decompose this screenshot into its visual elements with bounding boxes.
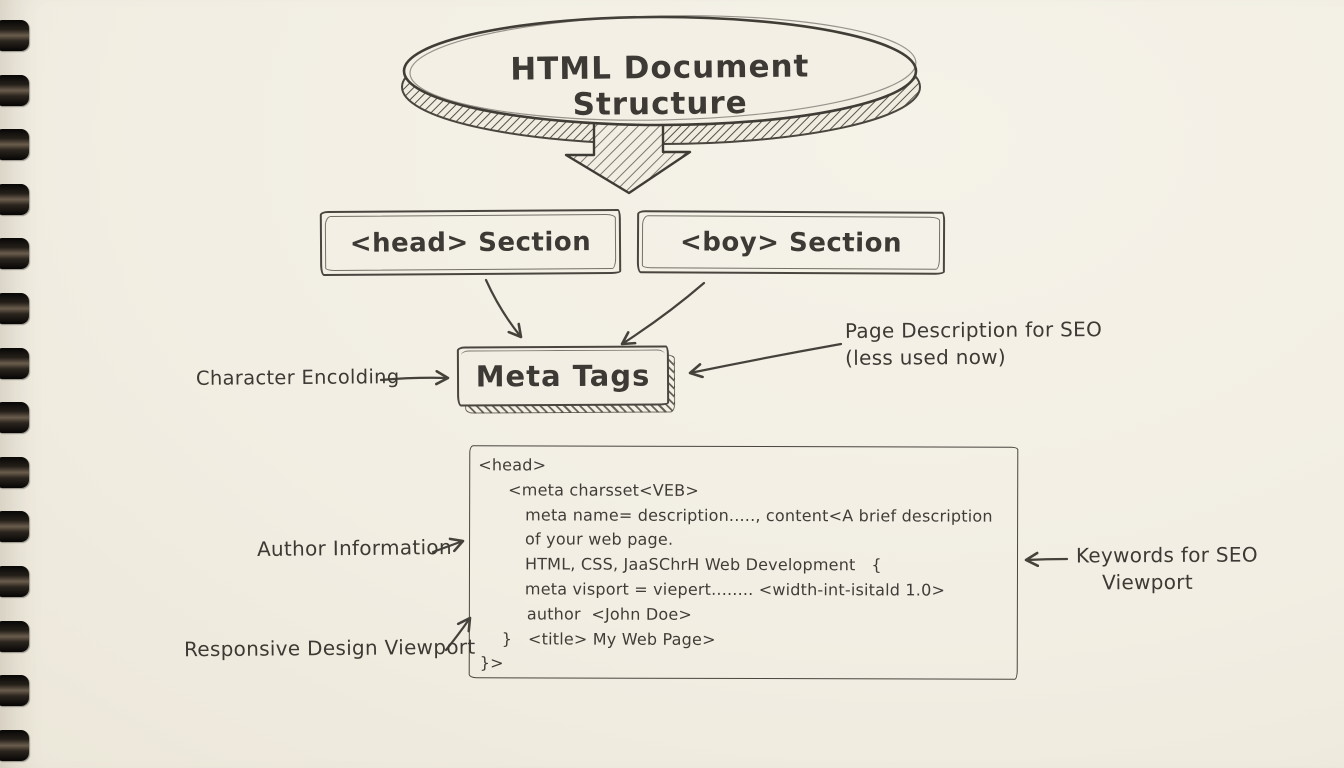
code-line: }> [479, 653, 504, 673]
annotation-keywords-seo: Keywords for SEO Viewport [1076, 542, 1258, 597]
binding-ring [0, 129, 29, 161]
arrow-boy-to-meta [620, 281, 706, 346]
binding-ring [0, 402, 29, 434]
annotation-page-description-line1: Page Description for SEO [844, 317, 1103, 343]
binding-ring [0, 675, 29, 707]
binding-ring [0, 729, 29, 761]
node-meta-tags-label: Meta Tags [475, 358, 651, 394]
code-line: of your web page. [525, 529, 674, 550]
annotation-responsive-viewport: Responsive Design Viewport [183, 634, 476, 662]
code-line: HTML, CSS, JaaSChrH Web Development { [524, 554, 882, 575]
node-body-section-label: <boy> Section [679, 226, 903, 259]
annotation-page-description-line2: (less used now) [845, 344, 1007, 370]
node-head-section: <head> Section [319, 208, 622, 277]
node-meta-tags: Meta Tags [456, 345, 670, 407]
code-line: <head> [478, 455, 547, 475]
code-line: author <John Doe> [526, 604, 693, 624]
binding-ring [0, 620, 29, 652]
arrow-responsive-to-code [444, 616, 472, 652]
binding-ring [0, 456, 29, 488]
code-line: } <title> My Web Page> [501, 628, 716, 649]
code-line: <meta charsset<VEB> [508, 480, 699, 500]
spiral-binding [0, 0, 42, 768]
code-block: <head> <meta charsset<VEB> meta name= de… [468, 445, 1019, 680]
binding-ring [0, 74, 29, 106]
title-ellipse-sketch-pass [409, 15, 917, 121]
arrow-author-to-code [431, 537, 465, 554]
annotation-author-information: Author Information [256, 534, 452, 562]
arrow-charenc-to-meta [379, 369, 450, 386]
code-line: meta visport = viepert........ <width-in… [524, 579, 946, 600]
annotation-character-encoding: Character Encolding [195, 365, 400, 390]
binding-ring [0, 20, 29, 51]
binding-ring [0, 347, 29, 379]
title-ellipse [402, 15, 918, 127]
diagram-title: HTML Document Structure [510, 48, 810, 123]
annotation-keywords-seo-line2: Viewport [1102, 569, 1193, 595]
binding-ring [0, 293, 29, 324]
annotation-page-description: Page Description for SEO (less used now) [845, 316, 1103, 372]
code-line: meta name= description....., content<A b… [525, 505, 993, 526]
arrow-keywords-to-code [1024, 551, 1069, 568]
annotation-keywords-seo-line1: Keywords for SEO [1075, 542, 1258, 568]
binding-ring [0, 238, 29, 270]
binding-ring [0, 566, 29, 597]
arrow-pagedesc-to-meta [688, 342, 843, 379]
node-head-section-label: <head> Section [349, 226, 592, 259]
binding-ring [0, 511, 29, 543]
node-body-section: <boy> Section [636, 210, 946, 275]
binding-ring [0, 183, 29, 215]
arrow-head-to-meta [484, 278, 523, 339]
